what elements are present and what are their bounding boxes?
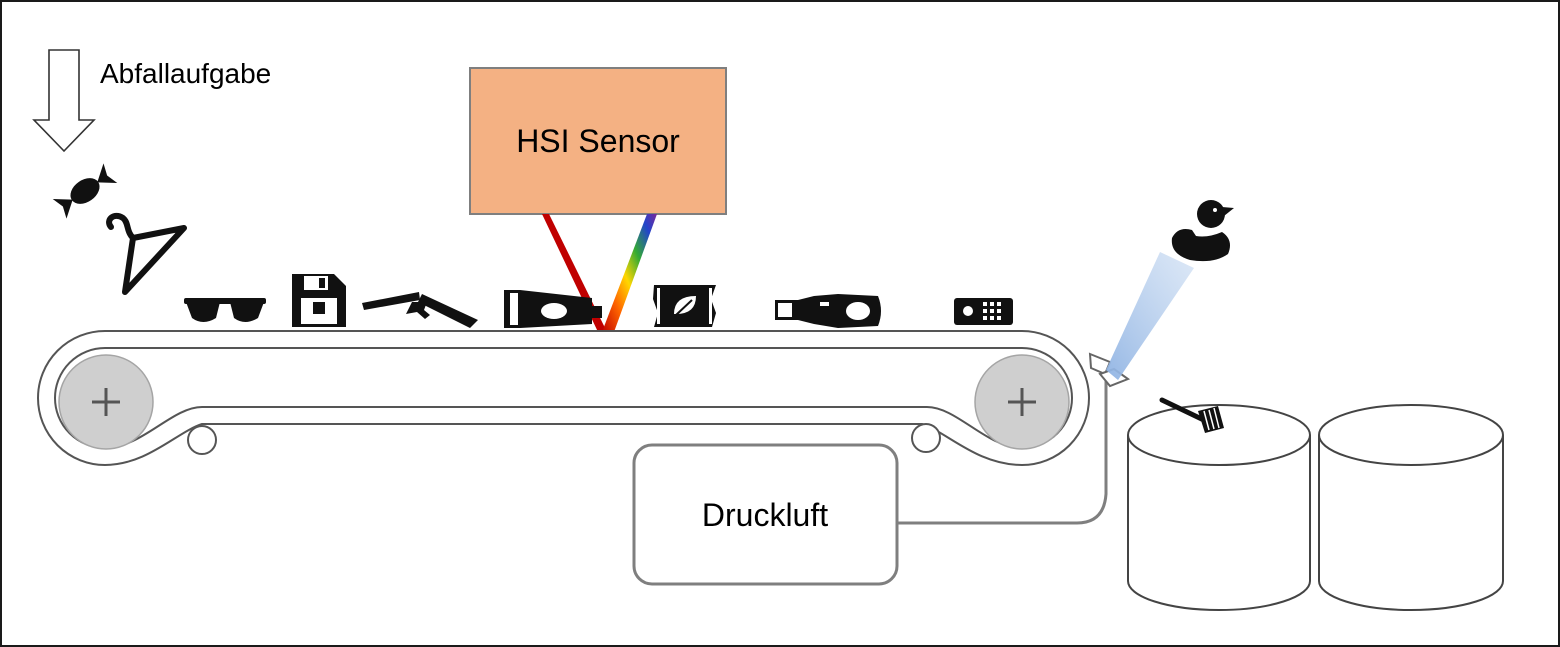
- remote-control-icon: [954, 298, 1013, 325]
- floppy-disk-icon: [292, 274, 346, 327]
- air-nozzle-icon: [1088, 352, 1131, 388]
- rubber-duck-icon: [1171, 200, 1234, 262]
- right-idler-roller: [911, 423, 941, 453]
- hsi-sensor-label: HSI Sensor: [516, 123, 680, 159]
- input-arrow-icon: [32, 49, 96, 153]
- fork-icon: [362, 292, 478, 328]
- hanger-icon: [106, 212, 187, 295]
- bin-left: [1127, 404, 1311, 611]
- air-jet: [1106, 252, 1194, 380]
- conveyor-belt-inner: [54, 347, 1073, 450]
- bin-right: [1318, 404, 1504, 611]
- sensor-beam-spectrum: [602, 214, 657, 332]
- right-roller: [974, 354, 1070, 450]
- air-hose: [897, 380, 1108, 525]
- bottle-icon: [775, 294, 881, 328]
- left-idler-roller: [187, 425, 217, 455]
- left-roller: [58, 354, 154, 450]
- snack-bag-icon: [653, 285, 716, 327]
- tube-icon: [504, 290, 602, 328]
- compressed-air-box: [632, 443, 899, 586]
- hsi-sensor-box: [469, 67, 727, 215]
- sunglasses-icon: [184, 298, 266, 322]
- input-label: Abfallaufgabe: [100, 58, 271, 89]
- toothbrush-icon: [1159, 397, 1224, 433]
- candy-icon: [52, 163, 118, 219]
- compressed-air-label: Druckluft: [702, 497, 828, 533]
